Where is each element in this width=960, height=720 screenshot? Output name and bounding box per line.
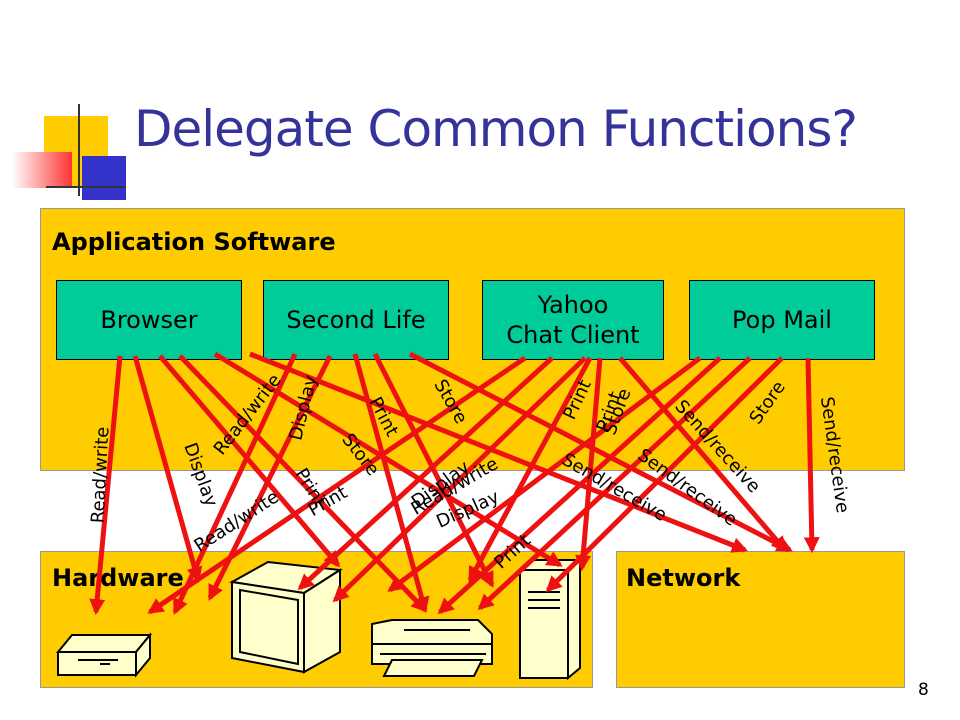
ornament-horizontal-line <box>46 186 126 188</box>
arrow-15 <box>467 356 593 583</box>
arrow-2 <box>132 355 203 584</box>
arrow-17 <box>618 356 788 553</box>
ornament-red-square <box>12 152 72 188</box>
app-yahoo-chat-client: Yahoo Chat Client <box>482 280 664 360</box>
arrow-1 <box>89 355 123 616</box>
arrow-22 <box>803 357 820 554</box>
arrow-label: Read/write <box>210 370 286 459</box>
title-ornament <box>0 100 140 210</box>
arrow-5 <box>213 351 563 568</box>
arrow-7 <box>172 352 298 615</box>
arrow-label: Read/write <box>87 426 113 524</box>
network-label: Network <box>626 564 741 592</box>
hardware-label: Hardware <box>52 564 184 592</box>
ornament-vertical-line <box>78 104 80 196</box>
arrow-14 <box>332 356 587 603</box>
arrow-21 <box>545 356 784 593</box>
arrow-20 <box>477 356 752 611</box>
arrow-3 <box>158 354 341 568</box>
arrow-18 <box>387 355 702 593</box>
arrow-9 <box>352 353 430 614</box>
ornament-blue-square <box>82 156 126 200</box>
arrow-13 <box>297 356 554 591</box>
page-number: 8 <box>918 680 929 700</box>
arrow-6 <box>249 351 748 553</box>
app-browser: Browser <box>56 280 242 360</box>
arrow-19 <box>437 356 722 615</box>
arrow-16 <box>575 357 603 572</box>
app-yahoo-chat-client-label: Yahoo Chat Client <box>506 291 640 349</box>
disk-drive-icon <box>55 632 153 678</box>
network-panel <box>616 551 905 688</box>
monitor-icon <box>228 560 343 674</box>
slide-title: Delegate Common Functions? <box>134 100 858 158</box>
application-software-label: Application Software <box>52 228 336 256</box>
arrow-11 <box>408 351 793 553</box>
arrow-4 <box>178 354 428 613</box>
printer-icon <box>371 619 493 677</box>
app-pop-mail: Pop Mail <box>689 280 875 360</box>
arrow-label: Display <box>285 373 322 443</box>
app-second-life: Second Life <box>263 280 449 360</box>
arrow-label: Send/receive <box>816 395 853 514</box>
arrow-label: Print <box>490 530 535 573</box>
arrow-12 <box>147 355 527 615</box>
